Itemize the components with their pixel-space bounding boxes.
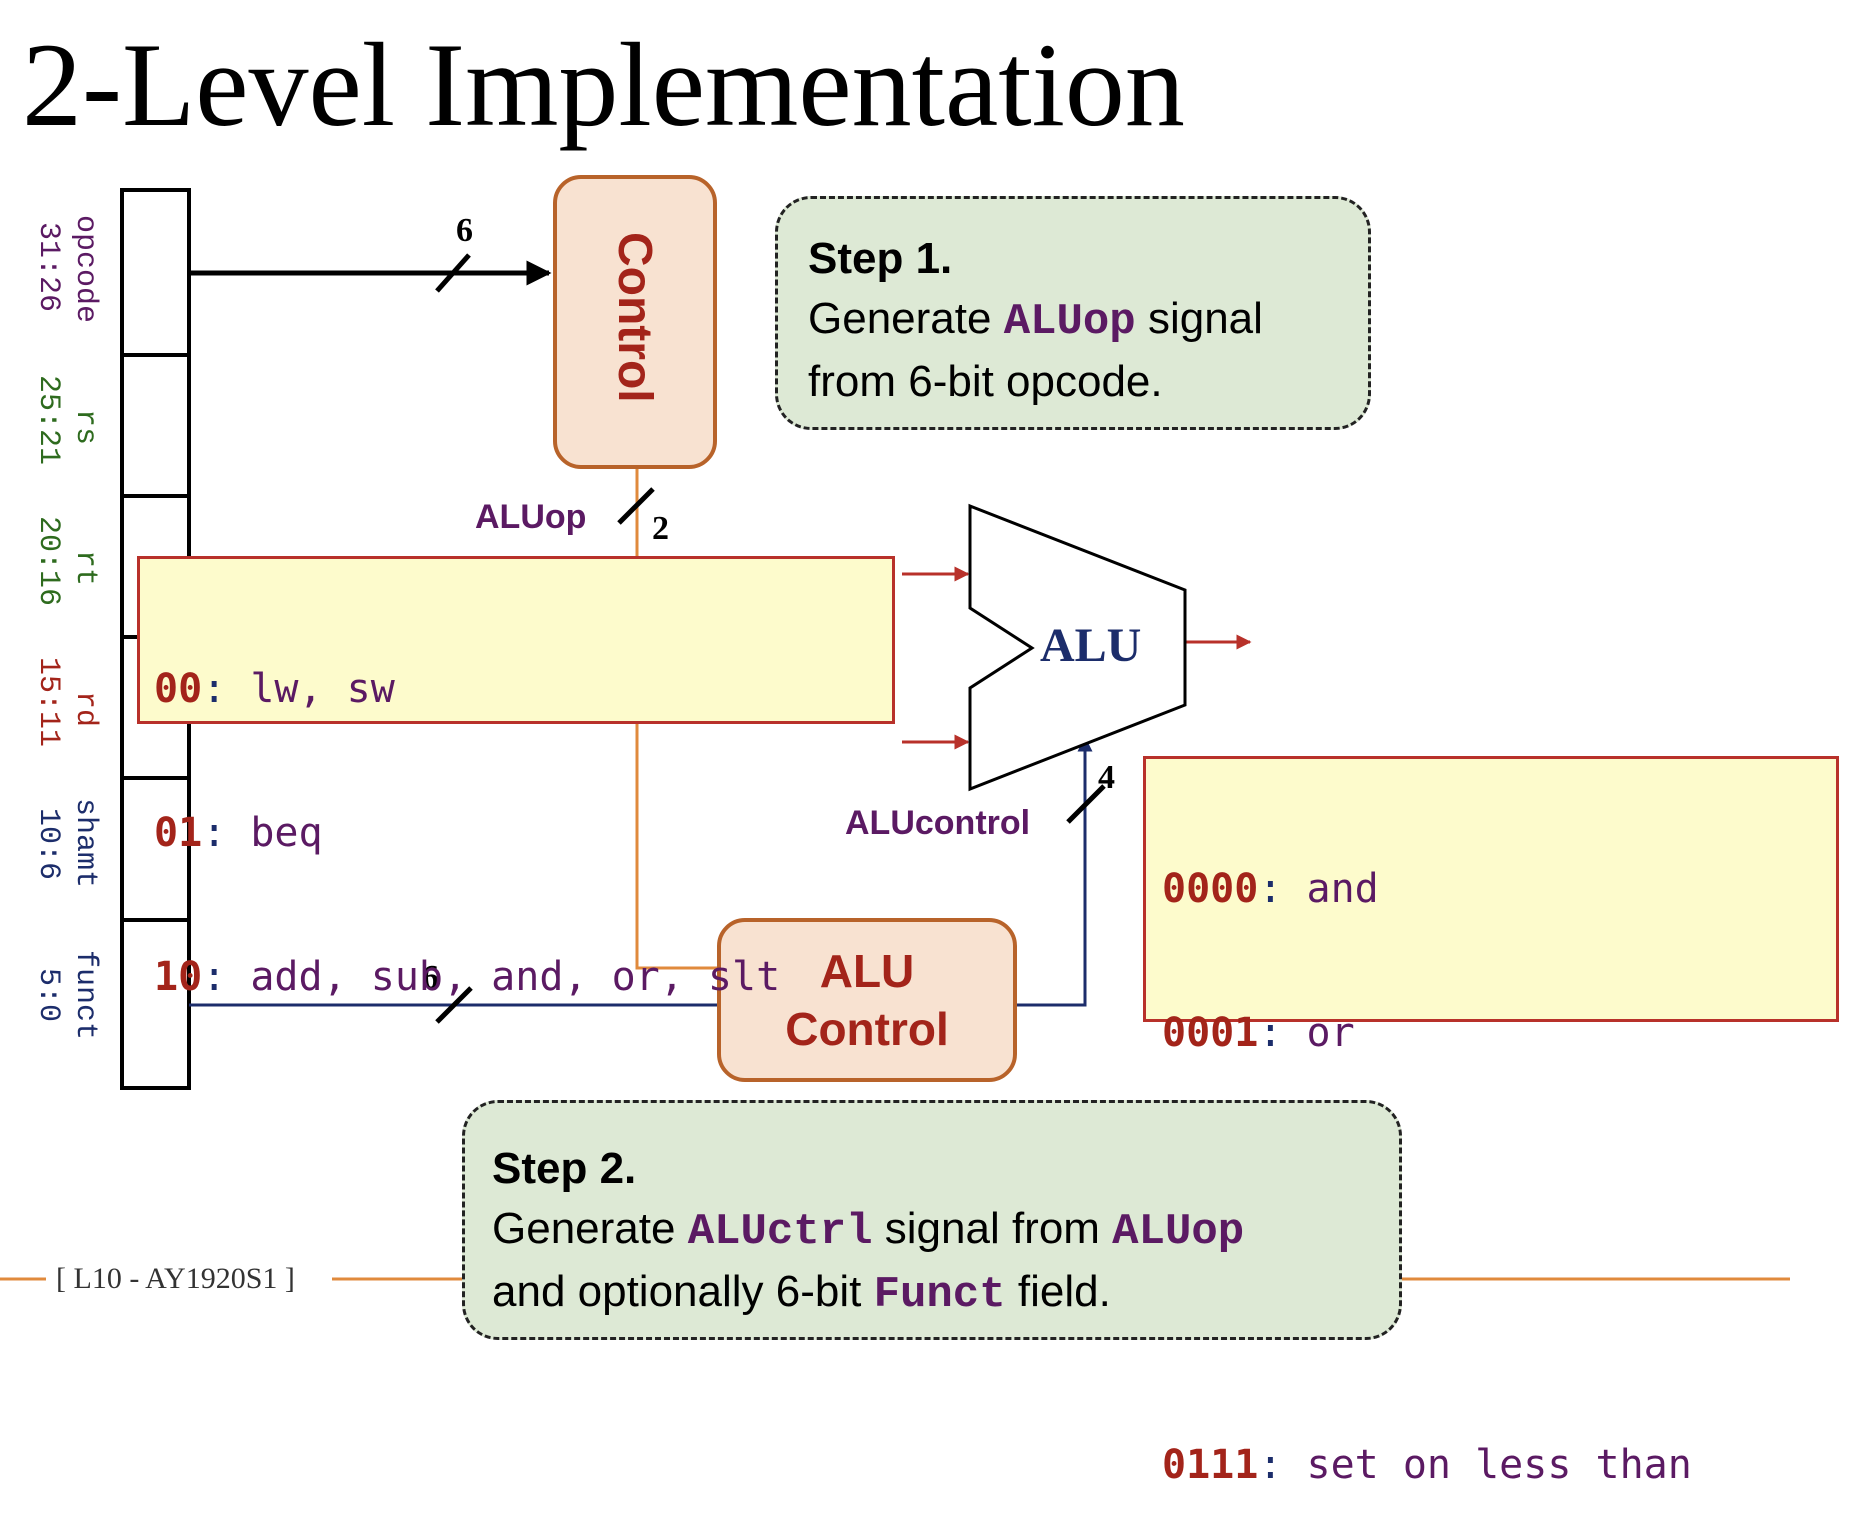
aluop-row: 10: add, sub, and, or, slt bbox=[154, 954, 781, 1000]
funct-width-label: 6 bbox=[422, 959, 439, 996]
opcode-width-label: 6 bbox=[456, 212, 473, 249]
alu-control-label-line2: Control bbox=[785, 1003, 949, 1055]
field-name-opcode: opcode bbox=[68, 215, 102, 324]
alucontrol-wire-label: ALUcontrol bbox=[845, 804, 1031, 842]
alucontrol-row: 0111: set on less than bbox=[1162, 1442, 1692, 1488]
funct-wire-slash bbox=[435, 986, 473, 1024]
field-name-rd: rd bbox=[68, 691, 102, 728]
field-bits-rt: 20:16 bbox=[31, 516, 65, 607]
aluop-encoding-table: 00: lw, sw 01: beq 10: add, sub, and, or… bbox=[137, 556, 895, 1000]
step1-line2: from 6-bit opcode. bbox=[808, 357, 1163, 406]
field-bits-funct: 5:0 bbox=[31, 968, 65, 1023]
step2-line2: and optionally 6-bit Funct field. bbox=[492, 1267, 1111, 1320]
alu-shape bbox=[968, 503, 1187, 792]
control-unit-box bbox=[553, 175, 717, 469]
alucontrol-row: 0000: and bbox=[1162, 866, 1379, 912]
step2-line1: Generate ALUctrl signal from ALUop bbox=[492, 1204, 1245, 1257]
step2-title: Step 2. bbox=[492, 1144, 637, 1193]
alucontrol-encoding-table: 0000: and 0001: or 0010: add 0110: sub 0… bbox=[1143, 756, 1839, 1488]
field-name-shamt: shamt bbox=[68, 798, 102, 889]
aluop-wire-slash bbox=[617, 487, 655, 525]
alucontrol-wire bbox=[1017, 736, 1093, 1007]
step1-title: Step 1. bbox=[808, 234, 953, 283]
alucontrol-width-label: 4 bbox=[1098, 759, 1115, 796]
alu-control-box: ALU Control bbox=[717, 918, 1017, 1082]
step1-line1: Generate ALUop signal bbox=[808, 294, 1263, 347]
field-bits-shamt: 10:6 bbox=[31, 808, 65, 881]
alucontrol-row: 0001: or bbox=[1162, 1010, 1355, 1056]
field-name-rs: rs bbox=[68, 409, 102, 446]
aluop-wire-label: ALUop bbox=[475, 498, 587, 536]
control-unit-label: Control bbox=[608, 232, 661, 403]
field-bits-opcode: 31:26 bbox=[31, 222, 65, 313]
page-title: 2-Level Implementation bbox=[22, 18, 1185, 151]
field-name-rt: rt bbox=[68, 550, 102, 587]
field-name-funct: funct bbox=[68, 950, 102, 1041]
aluop-width-label: 2 bbox=[652, 510, 669, 547]
field-bits-rd: 15:11 bbox=[31, 657, 65, 748]
alucontrol-wire-slash bbox=[1066, 784, 1106, 824]
opcode-wire-slash bbox=[435, 253, 471, 293]
aluop-row: 00: lw, sw bbox=[154, 666, 395, 712]
field-bits-rs: 25:21 bbox=[31, 375, 65, 466]
footer-course-label: [ L10 - AY1920S1 ] bbox=[56, 1262, 295, 1295]
step1-callout: Step 1. Generate ALUop signal from 6-bit… bbox=[775, 196, 1371, 430]
step2-callout: Step 2. Generate ALUctrl signal from ALU… bbox=[462, 1100, 1402, 1340]
alu-label: ALU bbox=[1040, 619, 1142, 672]
alu-control-label-line1: ALU bbox=[819, 945, 915, 997]
aluop-row: 01: beq bbox=[154, 810, 323, 856]
